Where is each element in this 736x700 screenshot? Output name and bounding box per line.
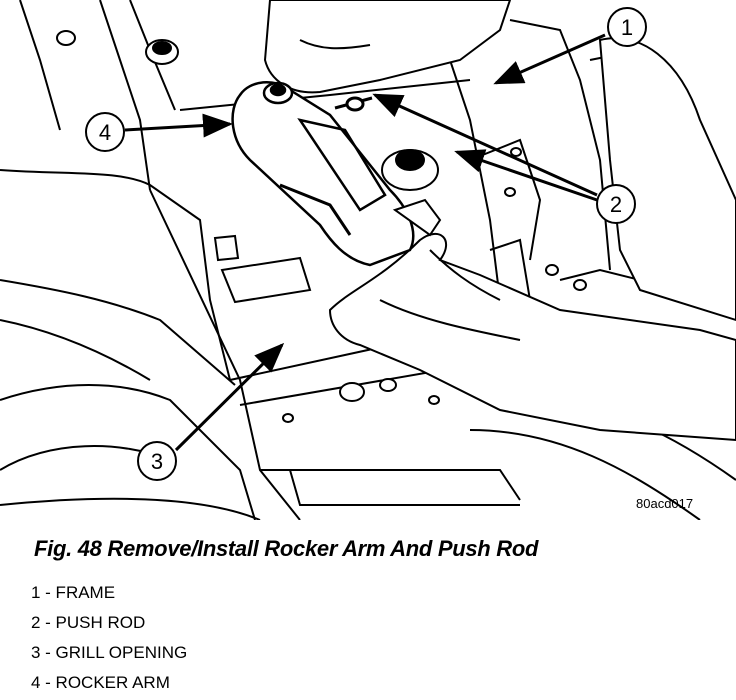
legend-item: 1 - FRAME	[31, 583, 116, 602]
callout-2-number: 2	[610, 192, 622, 217]
callout-3: 3	[137, 441, 177, 481]
callout-1: 1	[607, 7, 647, 47]
legend-item: 3 - GRILL OPENING	[31, 643, 188, 662]
leader-lines	[124, 33, 606, 452]
rocker-arm	[231, 81, 415, 267]
technician-hands	[263, 0, 736, 442]
callout-4: 4	[85, 112, 125, 152]
engine-compartment	[0, 0, 736, 520]
rocker-arm-illustration: 1 2 3 4	[0, 0, 736, 520]
legend: 1 - FRAME 2 - PUSH ROD 3 - GRILL OPENING…	[31, 578, 187, 698]
rocker-pivot	[381, 149, 442, 237]
push-rod	[334, 96, 373, 112]
legend-item: 2 - PUSH ROD	[31, 613, 146, 632]
callout-3-number: 3	[151, 449, 163, 474]
callout-4-number: 4	[99, 120, 111, 145]
figure-caption: Fig. 48 Remove/Install Rocker Arm And Pu…	[34, 536, 539, 561]
fasteners	[56, 30, 587, 423]
image-code: 80acd017	[636, 496, 694, 511]
callout-2: 2	[596, 184, 636, 224]
callout-1-number: 1	[621, 15, 633, 40]
legend-item: 4 - ROCKER ARM	[31, 673, 170, 692]
